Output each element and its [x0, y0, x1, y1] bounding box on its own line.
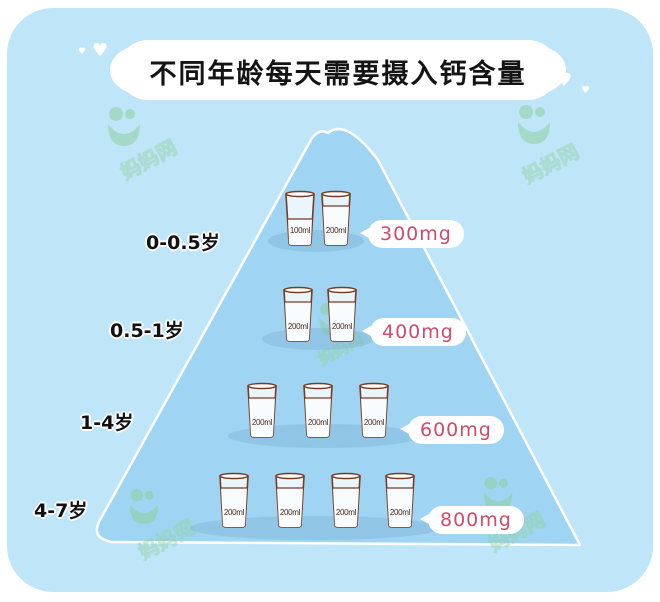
glass-icon	[247, 382, 277, 438]
smiley-logo-icon	[129, 489, 159, 525]
glass-icon	[385, 472, 415, 528]
amount-bubble: 800mg	[420, 506, 524, 534]
milk-glass: 200ml	[330, 472, 362, 528]
calcium-amount: 300mg	[380, 223, 452, 245]
milk-glass: 200ml	[282, 286, 314, 342]
glass-icon	[285, 190, 315, 246]
smiley-logo-icon	[108, 107, 140, 146]
milk-glass: 200ml	[302, 382, 334, 438]
glass-icon	[321, 190, 351, 246]
milk-glass: 200ml	[274, 472, 306, 528]
glass-volume: 200ml	[287, 322, 309, 331]
glass-icon	[331, 472, 361, 528]
glass-icon	[359, 382, 389, 438]
milk-glass: 200ml	[320, 190, 352, 246]
title-banner: 不同年龄每天需要摄入钙含量	[110, 40, 566, 100]
glass-volume: 200ml	[223, 508, 245, 517]
glass-icon	[283, 286, 313, 342]
milk-glass: 200ml	[218, 472, 250, 528]
age-label-1-4: 1-4岁	[80, 412, 134, 434]
glass-icon	[327, 286, 357, 342]
page-title: 不同年龄每天需要摄入钙含量	[149, 59, 527, 90]
glass-volume: 200ml	[389, 508, 411, 517]
calcium-amount: 600mg	[420, 419, 492, 441]
milk-glass: 100ml	[284, 190, 316, 246]
glass-volume: 200ml	[279, 508, 301, 517]
milk-glass: 200ml	[358, 382, 390, 438]
heart-icon: ♥	[92, 40, 109, 61]
milk-glass: 200ml	[384, 472, 416, 528]
watermark-top-right: 妈妈网	[514, 102, 583, 189]
glass-volume: 200ml	[325, 226, 347, 235]
glass-icon	[219, 472, 249, 528]
amount-bubble: 600mg	[400, 416, 504, 444]
amount-bubble: 400mg	[362, 318, 466, 346]
milk-glass: 200ml	[326, 286, 358, 342]
amount-bubble: 300mg	[360, 220, 464, 248]
watermark-top-left: 妈妈网	[104, 104, 181, 185]
glass-volume: 100ml	[289, 226, 311, 235]
heart-icon: ♥	[581, 85, 590, 96]
age-label-0.5-1: 0.5-1岁	[110, 320, 184, 342]
smiley-logo-icon	[518, 105, 550, 144]
calcium-amount: 800mg	[440, 509, 512, 531]
glass-icon	[275, 472, 305, 528]
glass-volume: 200ml	[335, 508, 357, 517]
heart-icon: ♥	[556, 70, 573, 91]
heart-icon: ♥	[78, 47, 87, 57]
glass-volume: 200ml	[307, 418, 329, 427]
milk-glass: 200ml	[246, 382, 278, 438]
glass-volume: 200ml	[251, 418, 273, 427]
glass-icon	[303, 382, 333, 438]
age-label-0-0.5: 0-0.5岁	[146, 232, 220, 254]
glass-volume: 200ml	[331, 322, 353, 331]
calcium-amount: 400mg	[382, 321, 454, 343]
watermark-bottom-left: 妈妈网	[126, 486, 199, 565]
glass-volume: 200ml	[363, 418, 385, 427]
age-label-4-7: 4-7岁	[34, 500, 88, 522]
